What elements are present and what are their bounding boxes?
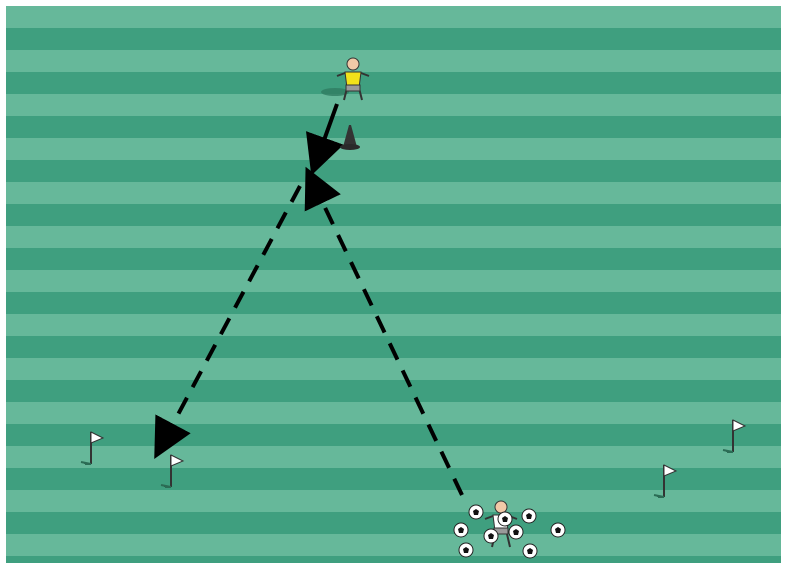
field-stripe: [6, 270, 781, 292]
soccer-ball-icon: [522, 509, 536, 523]
field-stripe: [6, 94, 781, 116]
field-stripe: [6, 446, 781, 468]
soccer-ball-icon: [459, 543, 473, 557]
soccer-ball-icon: [498, 512, 512, 526]
soccer-ball-icon: [469, 505, 483, 519]
soccer-ball-icon: [523, 544, 537, 558]
soccer-ball-icon: [509, 525, 523, 539]
field-stripe: [6, 6, 781, 28]
field-stripe: [6, 358, 781, 380]
soccer-ball-icon: [551, 523, 565, 537]
field-stripe: [6, 402, 781, 424]
field-stripe: [6, 138, 781, 160]
field-stripe: [6, 182, 781, 204]
soccer-ball-icon: [454, 523, 468, 537]
soccer-ball-icon: [484, 529, 498, 543]
field-stripe: [6, 50, 781, 72]
field-stripe: [6, 314, 781, 336]
field-stripe: [6, 534, 781, 556]
field-stripe: [6, 226, 781, 248]
